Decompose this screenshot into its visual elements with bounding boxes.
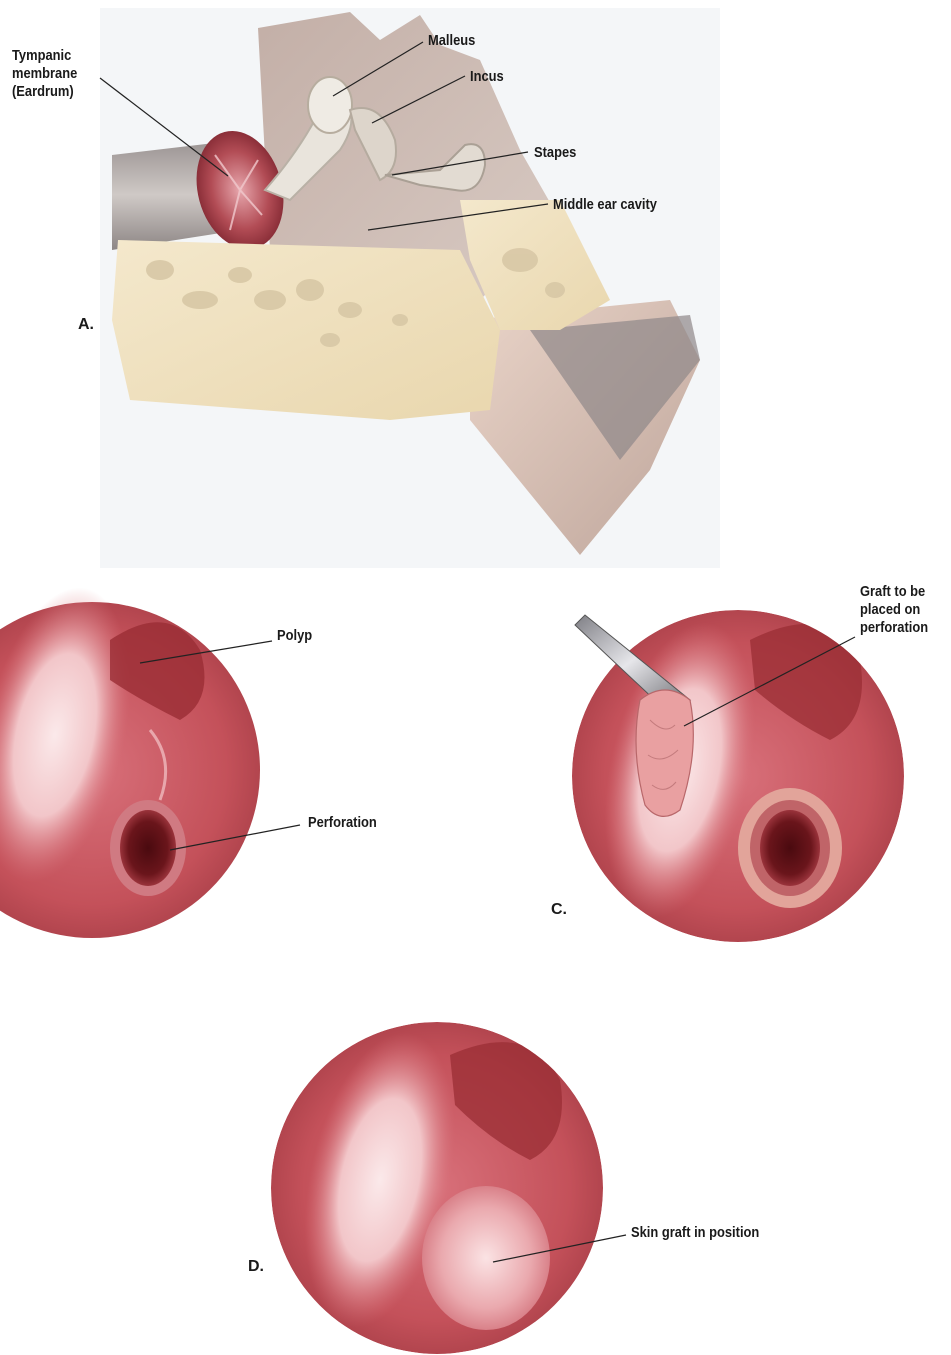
- label-malleus: Malleus: [428, 32, 475, 50]
- label-graft: Graft to be placed on perforation: [860, 583, 937, 637]
- panel-d-illustration: [271, 1019, 626, 1354]
- label-skin-graft: Skin graft in position: [631, 1224, 759, 1242]
- panel-b-illustration: [0, 574, 260, 938]
- label-stapes: Stapes: [534, 144, 576, 162]
- label-polyp: Polyp: [277, 627, 312, 645]
- panel-a-illustration: [100, 8, 720, 568]
- label-incus: Incus: [470, 68, 504, 86]
- panel-letter-c: C.: [551, 901, 567, 919]
- label-tympanic-membrane: Tympanic membrane (Eardrum): [12, 47, 94, 101]
- label-middle-ear-cavity: Middle ear cavity: [553, 196, 657, 214]
- label-perforation: Perforation: [308, 814, 377, 832]
- panel-letter-d: D.: [248, 1258, 264, 1276]
- panel-c-illustration: [572, 609, 904, 942]
- panel-letter-a: A.: [78, 316, 94, 334]
